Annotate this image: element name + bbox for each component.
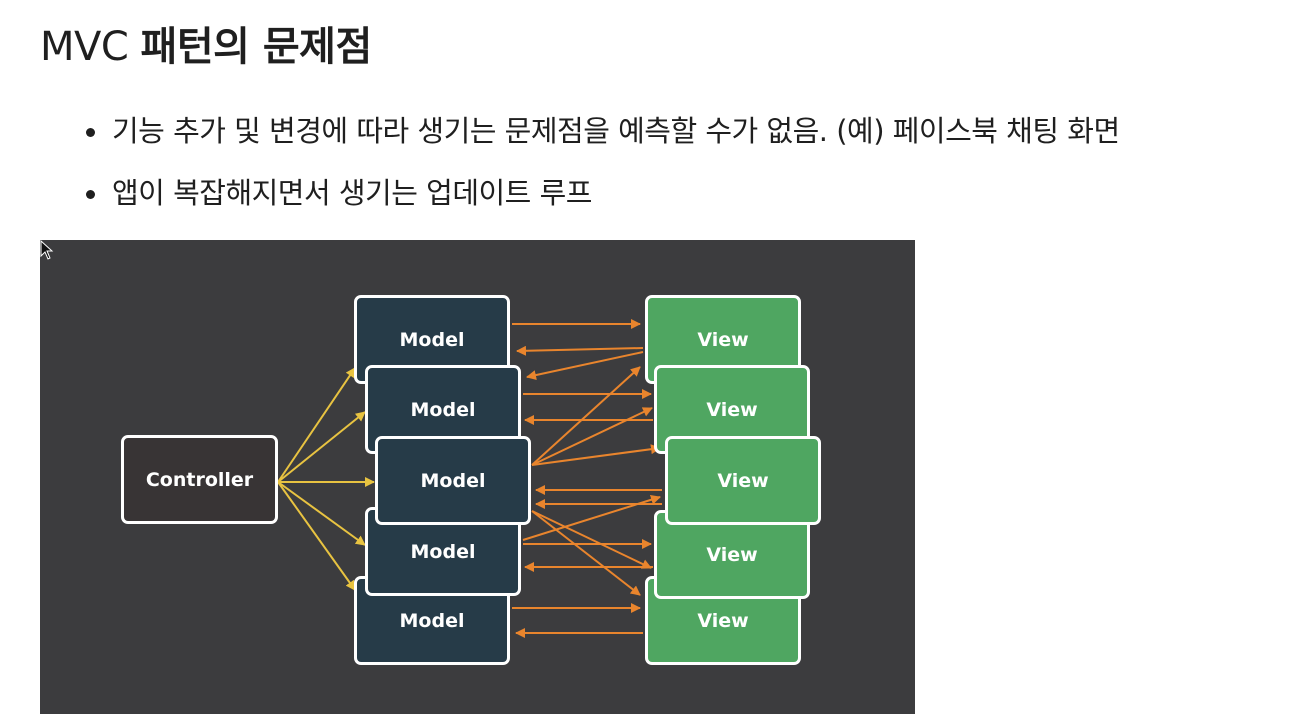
page-title: MVC 패턴의 문제점 [40, 14, 372, 72]
model-to-view-arrow [531, 407, 653, 466]
page-title-korean: 패턴의 문제점 [140, 24, 373, 70]
view-box: View [665, 436, 821, 525]
mvc-diagram: Controller Model Model Model Model Model… [40, 240, 915, 714]
mouse-pointer-icon [40, 240, 54, 260]
page-title-latin: MVC [40, 24, 129, 70]
bullet-list: 기능 추가 및 변경에 따라 생기는 문제점을 예측할 수가 없음. (예) 페… [86, 106, 1120, 230]
controller-to-model-arrow [277, 411, 366, 483]
view-to-model-arrow [516, 345, 644, 356]
bullet-item: 기능 추가 및 변경에 따라 생기는 문제점을 예측할 수가 없음. (예) 페… [86, 106, 1120, 168]
view-to-model-arrow [526, 351, 644, 380]
model-to-view-arrow [531, 444, 661, 466]
model-box: Model [375, 436, 531, 525]
model-to-view-arrow [531, 510, 641, 596]
controller-to-model-arrow [277, 367, 356, 483]
controller-to-model-arrow [277, 481, 366, 546]
controller-to-model-arrow [277, 481, 356, 591]
model-to-view-arrow [522, 494, 661, 541]
model-to-view-arrow [531, 366, 641, 466]
diagram-arrows [277, 319, 662, 638]
bullet-item: 앱이 복잡해지면서 생기는 업데이트 루프 [86, 168, 1120, 230]
controller-box: Controller [121, 435, 278, 524]
model-to-view-arrow [531, 510, 652, 569]
